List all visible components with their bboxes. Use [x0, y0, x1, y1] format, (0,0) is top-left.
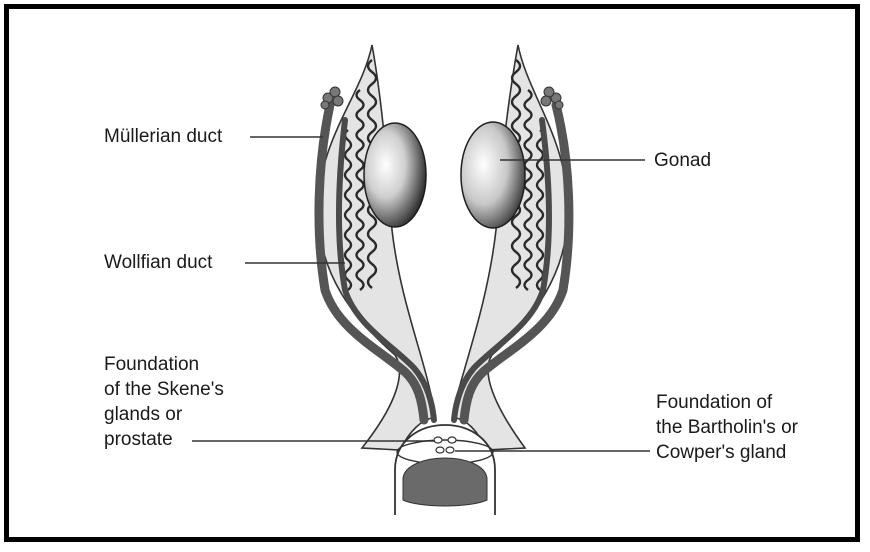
label-mullerian-duct: Müllerian duct: [104, 124, 222, 149]
label-skene-line4: prostate: [104, 427, 224, 452]
right-gonad: [461, 122, 525, 228]
label-bartholin-line1: Foundation of: [656, 390, 798, 415]
label-bartholin: Foundation of the Bartholin's or Cowper'…: [656, 390, 798, 465]
left-gonad: [364, 123, 426, 227]
label-skene-line2: of the Skene's: [104, 377, 224, 402]
label-gonad: Gonad: [654, 148, 711, 173]
bladder-fill: [403, 458, 487, 506]
label-skene-line1: Foundation: [104, 352, 224, 377]
label-wolffian-duct: Wollfian duct: [104, 250, 212, 275]
label-bartholin-line2: the Bartholin's or: [656, 415, 798, 440]
label-skene: Foundation of the Skene's glands or pros…: [104, 352, 224, 452]
label-skene-line3: glands or: [104, 402, 224, 427]
label-bartholin-line3: Cowper's gland: [656, 440, 798, 465]
